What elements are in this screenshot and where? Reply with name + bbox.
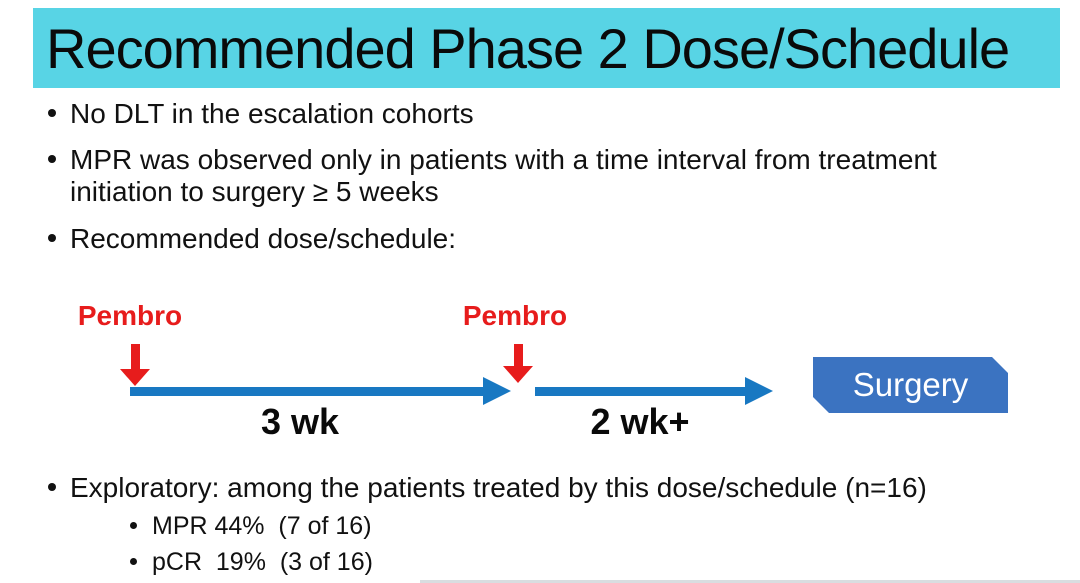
arrow-right-icon <box>745 377 773 405</box>
bullet-item-recommended: Recommended dose/schedule: <box>44 223 1034 255</box>
bullet-dot <box>48 155 56 164</box>
surgery-box: Surgery <box>813 357 1008 413</box>
sub-bullet-pcr: pCR 19% (3 of 16) <box>44 548 1054 577</box>
down-arrow-icon <box>514 344 523 367</box>
pembro-label-2: Pembro <box>462 300 568 331</box>
slide-title: Recommended Phase 2 Dose/Schedule <box>46 16 1010 80</box>
timeline-arrow-icon <box>130 387 483 396</box>
bullet-dot <box>48 233 56 242</box>
bullet-text: Recommended dose/schedule: <box>70 222 457 254</box>
down-arrow-icon <box>120 369 150 386</box>
timeline-arrow-icon <box>535 387 745 396</box>
interval-label-3wk: 3 wk <box>260 401 340 442</box>
arrow-right-icon <box>483 377 511 405</box>
bullet-dot <box>130 557 137 565</box>
bullet-text: No DLT in the escalation cohorts <box>70 98 474 129</box>
bullet-dot <box>48 483 56 491</box>
bullet-text: MPR was observed only in patients with a… <box>70 144 937 208</box>
bullet-dot <box>48 109 56 117</box>
bullet-item-mpr-interval: MPR was observed only in patients with a… <box>44 144 1034 208</box>
surgery-label: Surgery <box>852 366 969 403</box>
slide-edge-artifact <box>420 580 1080 583</box>
sub-bullet-mpr: MPR 44% (7 of 16) <box>44 512 1054 541</box>
bullet-item-dlt: No DLT in the escalation cohorts <box>44 98 1034 130</box>
sub-bullet-text: MPR 44% (7 of 16) <box>152 512 372 541</box>
interval-label-2wk: 2 wk+ <box>590 401 690 442</box>
down-arrow-icon <box>503 366 533 383</box>
bullet-text: Exploratory: among the patients treated … <box>70 472 927 503</box>
bullet-item-exploratory: Exploratory: among the patients treated … <box>44 472 1054 504</box>
slide-title-bar: Recommended Phase 2 Dose/Schedule <box>33 8 1060 88</box>
bullet-list-bottom: Exploratory: among the patients treated … <box>44 472 1054 583</box>
down-arrow-icon <box>131 344 140 370</box>
pembro-label-1: Pembro <box>77 300 183 331</box>
bullet-list-top: No DLT in the escalation cohorts MPR was… <box>44 98 1034 269</box>
bullet-dot <box>130 522 137 530</box>
sub-bullet-text: pCR 19% (3 of 16) <box>152 547 373 576</box>
